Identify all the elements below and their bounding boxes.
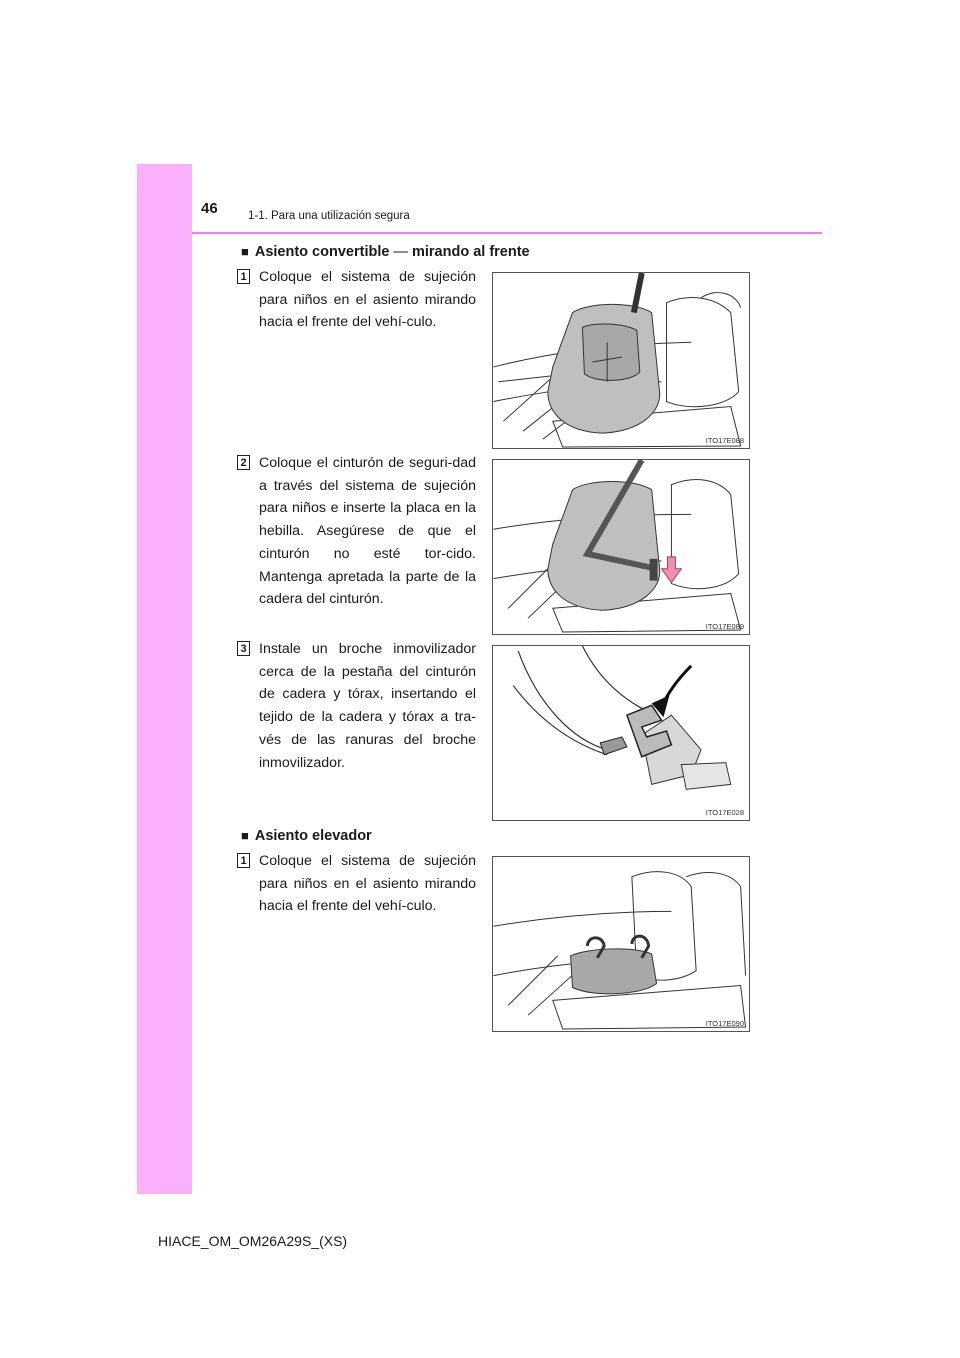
step-text: Instale un broche inmovilizador cerca de… xyxy=(259,641,476,771)
figure-id: ITO17E090 xyxy=(705,1019,744,1028)
step-text: Coloque el sistema de sujeción para niño… xyxy=(259,269,476,331)
booster-illustration-icon xyxy=(493,871,747,1030)
step-text: Coloque el sistema de sujeción para niño… xyxy=(259,853,476,915)
seat-illustration-icon xyxy=(493,273,742,448)
section-title: Asiento elevador xyxy=(254,828,372,844)
section-heading-convertible: ■ Asiento convertible — mirando al frente xyxy=(241,244,530,260)
step-badge: 1 xyxy=(237,853,250,868)
square-bullet-icon: ■ xyxy=(241,244,249,259)
step-text: Coloque el cinturón de seguri-dad a trav… xyxy=(259,455,476,608)
step-badge: 3 xyxy=(237,641,250,656)
document-code: HIACE_OM_OM26A29S_(XS) xyxy=(158,1233,348,1249)
figure-id: ITO17E089 xyxy=(705,622,744,631)
page-number: 46 xyxy=(201,200,218,217)
figure-id: ITO17E028 xyxy=(705,808,744,817)
chapter-title: 1-1. Para una utilización segura xyxy=(248,210,410,222)
section-heading-booster: ■ Asiento elevador xyxy=(241,828,372,844)
square-bullet-icon: ■ xyxy=(241,828,249,843)
step-badge: 1 xyxy=(237,269,250,284)
step-badge: 2 xyxy=(237,455,250,470)
figure-child-seat-forward: ITO17E088 xyxy=(492,272,750,449)
figure-id: ITO17E088 xyxy=(705,436,744,445)
em-dash: — xyxy=(393,244,408,260)
chapter-side-tab xyxy=(137,164,192,1194)
section-title: Asiento convertible xyxy=(254,244,390,260)
section-subtitle: mirando al frente xyxy=(411,244,530,260)
figure-locking-clip: ITO17E028 xyxy=(492,645,750,821)
locking-clip-illustration-icon xyxy=(512,646,732,790)
figure-booster-seat: ITO17E090 xyxy=(492,856,750,1032)
header-rule xyxy=(192,232,822,234)
figure-buckle-insert: ITO17E089 xyxy=(492,459,750,635)
seat-buckle-illustration-icon xyxy=(493,460,742,633)
